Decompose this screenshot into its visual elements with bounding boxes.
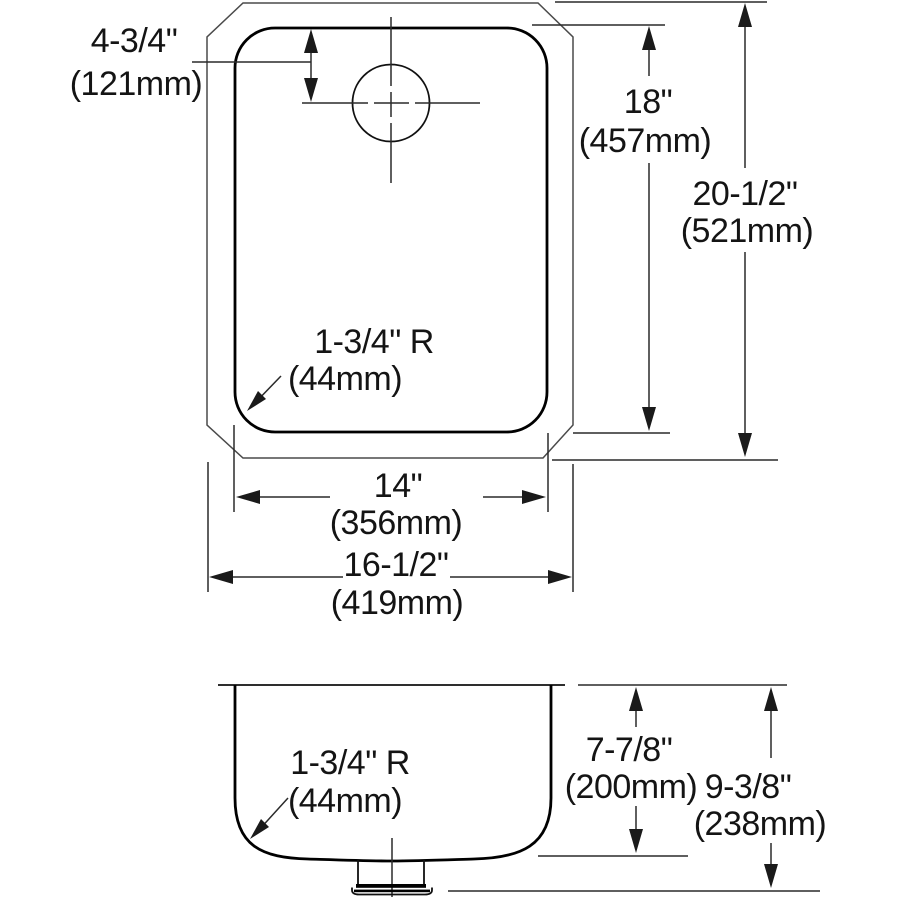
overall-length-label-mm: (521mm) [681, 212, 814, 250]
bowl-depth-label-in: 7-7/8" [586, 731, 673, 769]
bowl-radius-label-in: 1-3/4" R [314, 323, 434, 361]
side-radius-label-in: 1-3/4" R [290, 744, 410, 782]
faucet-offset-label-in: 4-3/4" [91, 22, 178, 60]
top-view: 4-3/4" (121mm) 18" (457mm) 20-1/2" (521m… [70, 1, 814, 622]
overall-depth-arrow-up [764, 687, 778, 711]
bowl-length-arrow-down [642, 407, 656, 431]
side-view: 1-3/4" R (44mm) 7-7/8" (200mm) 9-3/8" (2… [218, 684, 827, 897]
overall-depth-label-mm: (238mm) [694, 805, 827, 843]
bowl-width-arrow-left [236, 490, 260, 504]
overall-width-arrow-right [548, 570, 572, 584]
bowl-length-label-in: 18" [624, 83, 672, 121]
overall-depth-arrow-down [764, 864, 778, 888]
drain-flange-band [356, 884, 426, 888]
bowl-radius-label-mm: (44mm) [288, 360, 402, 398]
drain-cup-outline [351, 887, 433, 896]
bowl-width-label-in: 14" [374, 467, 422, 505]
overall-width-label-in: 16-1/2" [344, 546, 449, 584]
drain-cup-band [354, 889, 430, 893]
side-radius-leader-arrow [250, 819, 269, 839]
bowl-length-label-mm: (457mm) [579, 122, 712, 160]
overall-length-label-in: 20-1/2" [693, 175, 798, 213]
side-radius-label-mm: (44mm) [288, 782, 402, 820]
bowl-length-arrow-up [642, 26, 656, 50]
drain-body [357, 860, 425, 884]
overall-depth-label-in: 9-3/8" [705, 768, 792, 806]
faucet-offset-arrow-up [304, 29, 318, 53]
bowl-depth-arrow-up [629, 687, 643, 711]
overall-length-arrow-up [738, 3, 752, 27]
faucet-offset-label-mm: (121mm) [70, 65, 203, 103]
bowl-width-arrow-right [522, 490, 546, 504]
bowl-depth-arrow-down [629, 829, 643, 853]
overall-width-label-mm: (419mm) [331, 584, 464, 622]
overall-length-arrow-down [738, 433, 752, 457]
overall-width-arrow-left [209, 570, 233, 584]
bowl-radius-leader-arrow [247, 391, 266, 411]
outer-rim-outline [206, 2, 574, 459]
bowl-width-label-mm: (356mm) [330, 504, 463, 542]
bowl-depth-label-mm: (200mm) [565, 768, 698, 806]
faucet-offset-arrow-down [304, 78, 318, 102]
